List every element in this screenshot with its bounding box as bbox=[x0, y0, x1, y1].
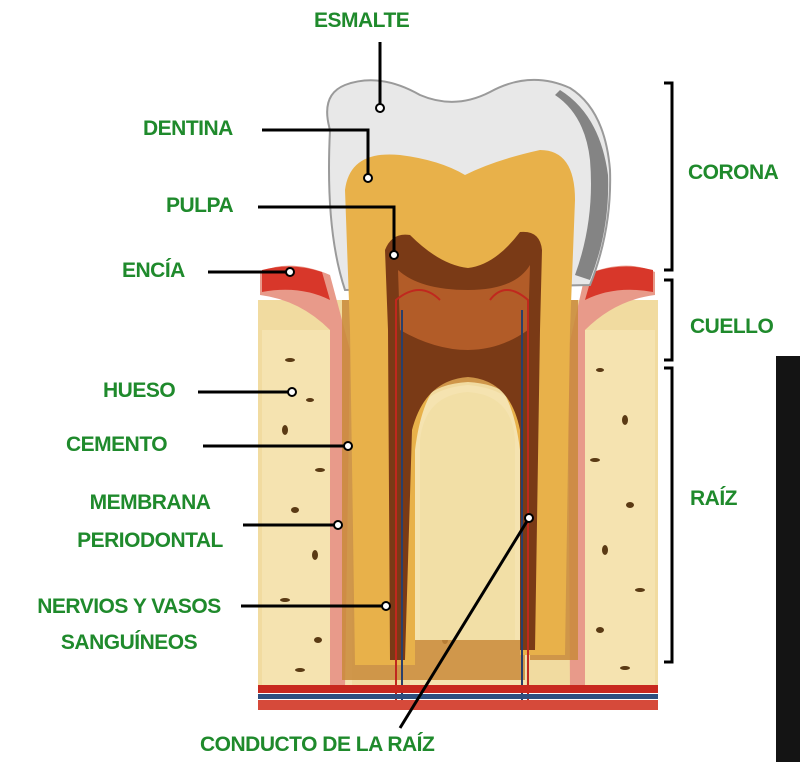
label-nervios-y-vasos: NERVIOS Y VASOS bbox=[18, 596, 240, 617]
label-dentina: DENTINA bbox=[143, 118, 233, 139]
label-raiz: RAÍZ bbox=[690, 488, 737, 509]
region-brackets bbox=[664, 83, 672, 662]
dark-overlay-panel bbox=[776, 356, 800, 762]
label-cemento: CEMENTO bbox=[66, 434, 167, 455]
base-vessels bbox=[258, 685, 658, 710]
label-cuello: CUELLO bbox=[690, 316, 773, 337]
label-hueso: HUESO bbox=[103, 380, 175, 401]
label-corona: CORONA bbox=[688, 162, 778, 183]
label-sanguineos: SANGUÍNEOS bbox=[18, 632, 240, 653]
label-pulpa: PULPA bbox=[166, 195, 233, 216]
label-membrana: MEMBRANA bbox=[64, 492, 236, 513]
label-esmalte: ESMALTE bbox=[314, 10, 409, 31]
label-conducto-de-la-raiz: CONDUCTO DE LA RAÍZ bbox=[200, 734, 434, 755]
label-periodontal: PERIODONTAL bbox=[64, 530, 236, 551]
label-encia: ENCÍA bbox=[122, 260, 185, 281]
